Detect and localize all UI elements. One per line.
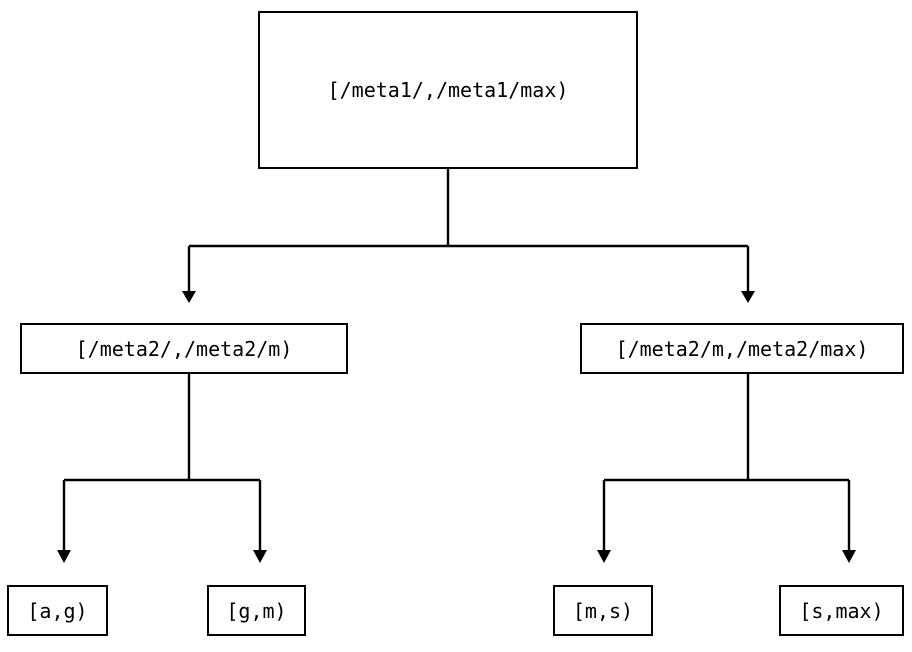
arrowhead-down-icon — [253, 550, 267, 563]
tree-node-root[interactable]: [/meta1/,/meta1/max) — [258, 11, 638, 169]
tree-node-meta2-high[interactable]: [/meta2/m,/meta2/max) — [580, 323, 904, 374]
edge-meta2low-to-leaves — [57, 374, 267, 563]
edge-root-to-level1 — [182, 169, 755, 303]
node-label: [a,g) — [27, 598, 88, 623]
node-label: [g,m) — [226, 598, 287, 623]
node-label: [/meta2/m,/meta2/max) — [615, 336, 869, 361]
node-label: [/meta2/,/meta2/m) — [75, 336, 293, 361]
tree-node-leaf-smax[interactable]: [s,max) — [779, 585, 904, 636]
tree-node-leaf-ms[interactable]: [m,s) — [553, 585, 653, 636]
tree-node-leaf-ag[interactable]: [a,g) — [7, 585, 108, 636]
arrowhead-down-icon — [842, 550, 856, 563]
arrowhead-down-icon — [741, 291, 755, 303]
tree-node-meta2-low[interactable]: [/meta2/,/meta2/m) — [20, 323, 348, 374]
arrowhead-down-icon — [597, 550, 611, 563]
node-label: [s,max) — [799, 598, 884, 623]
tree-node-leaf-gm[interactable]: [g,m) — [207, 585, 306, 636]
node-label: [m,s) — [572, 598, 634, 623]
arrowhead-down-icon — [182, 291, 196, 303]
node-label: [/meta1/,/meta1/max) — [327, 78, 569, 102]
arrowhead-down-icon — [57, 550, 71, 563]
edge-meta2high-to-leaves — [597, 374, 856, 563]
